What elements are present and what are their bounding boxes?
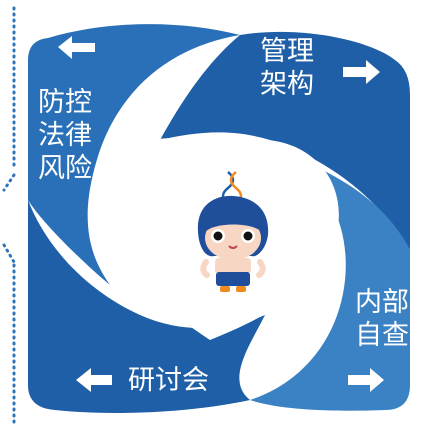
top-left-label: 防控 法律 风险 [38, 87, 92, 184]
bottom-left-label: 研讨会 [128, 365, 209, 396]
left-arrow-icon [76, 368, 112, 392]
top-right-label: 管理 架构 [260, 36, 314, 100]
right-arrow-icon [348, 368, 384, 392]
dotted-border-line [2, 6, 16, 427]
right-arrow-icon [343, 60, 380, 84]
quadrant-bottom-left [28, 200, 265, 413]
quadrant-bottom-right [250, 160, 410, 411]
quadrant-top-right [160, 31, 410, 251]
left-arrow-icon [58, 36, 95, 59]
bottom-right-label: 内部 自查 [355, 287, 409, 351]
cartoon-character-icon [197, 171, 269, 292]
quadrant-top-left [28, 24, 240, 285]
